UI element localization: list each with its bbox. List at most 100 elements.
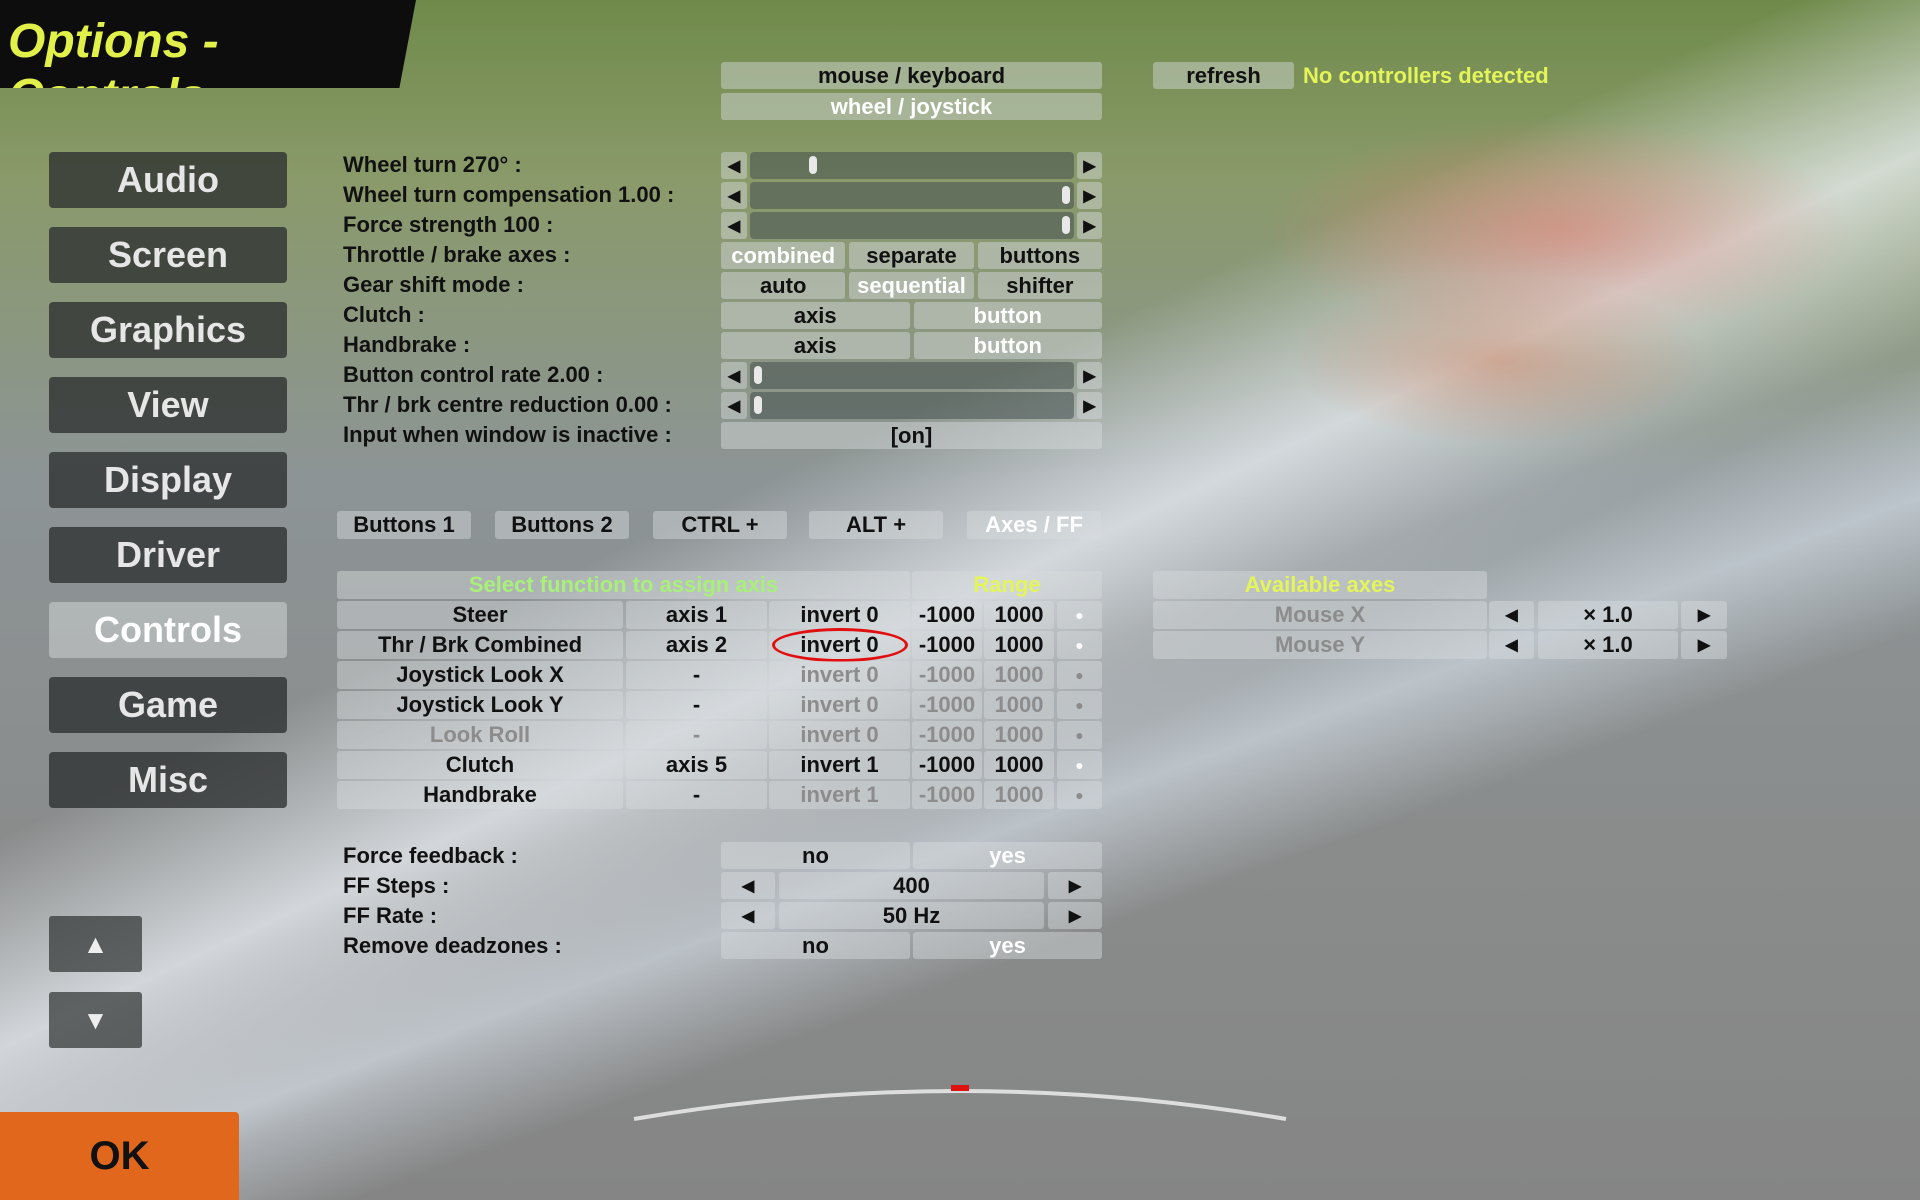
gear-option-auto[interactable]: auto (721, 272, 846, 299)
slider-thumb[interactable] (754, 366, 762, 384)
axis-row-dot[interactable]: ● (1057, 601, 1102, 629)
ok-button[interactable]: OK (0, 1112, 239, 1200)
wheel_comp-increase-button[interactable]: ▶ (1077, 182, 1102, 209)
sidebar-item-graphics[interactable]: Graphics (49, 302, 287, 358)
axis-row-dot[interactable]: ● (1057, 751, 1102, 779)
tab-ctrl-[interactable]: CTRL + (653, 511, 787, 539)
button_rate-increase-button[interactable]: ▶ (1077, 362, 1102, 389)
rate-increase-button[interactable]: ▶ (1048, 902, 1102, 929)
handbrake-option-axis[interactable]: axis (721, 332, 910, 359)
force_feedback-option-yes[interactable]: yes (913, 842, 1102, 869)
axis-row-dot[interactable]: ● (1057, 691, 1102, 719)
axis-row-axis[interactable]: axis 5 (626, 751, 767, 779)
axis-row-dot[interactable]: ● (1057, 781, 1102, 809)
force-strength-slider[interactable] (750, 212, 1074, 239)
axis-scale-decrease-button[interactable]: ◀ (1489, 631, 1534, 659)
sidebar-item-misc[interactable]: Misc (49, 752, 287, 808)
sidebar-item-controls[interactable]: Controls (49, 602, 287, 658)
clutch-option-button[interactable]: button (913, 302, 1102, 329)
sidebar-item-game[interactable]: Game (49, 677, 287, 733)
force-feedback-label: Force feedback : (343, 843, 518, 868)
axis-row-axis[interactable]: axis 1 (626, 601, 767, 629)
button-rate-slider[interactable] (750, 362, 1074, 389)
deadzones-option-no[interactable]: no (721, 932, 910, 959)
axis-row-axis[interactable]: - (626, 781, 767, 809)
sidebar-item-view[interactable]: View (49, 377, 287, 433)
axis-row-name[interactable]: Steer (337, 601, 623, 629)
force_strength-decrease-button[interactable]: ◀ (721, 212, 747, 239)
axis-scale-increase-button[interactable]: ▶ (1681, 601, 1727, 629)
throttle-option-buttons[interactable]: buttons (977, 242, 1102, 269)
throttle-option-combined[interactable]: combined (721, 242, 846, 269)
axis-row-dot[interactable]: ● (1057, 661, 1102, 689)
steps-increase-button[interactable]: ▶ (1048, 872, 1102, 899)
sidebar-item-audio[interactable]: Audio (49, 152, 287, 208)
tab-alt-[interactable]: ALT + (809, 511, 943, 539)
axis-row-axis[interactable]: - (626, 661, 767, 689)
refresh-button[interactable]: refresh (1153, 62, 1294, 89)
rate-decrease-button[interactable]: ◀ (721, 902, 775, 929)
axis-row-invert[interactable]: invert 0 (769, 721, 910, 749)
force_feedback-option-no[interactable]: no (721, 842, 910, 869)
axis-row-invert[interactable]: invert 0 (769, 691, 910, 719)
axis-row-axis[interactable]: - (626, 691, 767, 719)
axis-row-name[interactable]: Joystick Look Y (337, 691, 623, 719)
slider-thumb[interactable] (1062, 216, 1070, 234)
wheel-comp-slider[interactable] (750, 182, 1074, 209)
mouse-keyboard-button[interactable]: mouse / keyboard (721, 62, 1102, 89)
axis-row-dot[interactable]: ● (1057, 721, 1102, 749)
axes-table-header: Select function to assign axis (337, 571, 910, 599)
wheel_turn-increase-button[interactable]: ▶ (1077, 152, 1102, 179)
steps-decrease-button[interactable]: ◀ (721, 872, 775, 899)
axis-scale-increase-button[interactable]: ▶ (1681, 631, 1727, 659)
wheel_comp-decrease-button[interactable]: ◀ (721, 182, 747, 209)
tab-buttons-1[interactable]: Buttons 1 (337, 511, 471, 539)
wheel_turn-decrease-button[interactable]: ◀ (721, 152, 747, 179)
slider-thumb[interactable] (754, 396, 762, 414)
wheel-joystick-button[interactable]: wheel / joystick (721, 93, 1102, 120)
scroll-up-button[interactable]: ▲ (49, 916, 142, 972)
wheel-turn-slider[interactable] (750, 152, 1074, 179)
available-axis-name[interactable]: Mouse X (1153, 601, 1487, 629)
page-title: Options - Controls (8, 15, 219, 123)
axis-row-name[interactable]: Look Roll (337, 721, 623, 749)
button_rate-decrease-button[interactable]: ◀ (721, 362, 747, 389)
steps-value: 400 (779, 872, 1044, 899)
clutch-option-axis[interactable]: axis (721, 302, 910, 329)
scroll-down-button[interactable]: ▼ (49, 992, 142, 1048)
tab-buttons-2[interactable]: Buttons 2 (495, 511, 629, 539)
axis-row-invert[interactable]: invert 0 (769, 601, 910, 629)
wheel-comp-label: Wheel turn compensation 1.00 : (343, 182, 675, 207)
axis-row-name[interactable]: Handbrake (337, 781, 623, 809)
centre-red-slider[interactable] (750, 392, 1074, 419)
sidebar-item-screen[interactable]: Screen (49, 227, 287, 283)
throttle-label: Throttle / brake axes : (343, 242, 571, 267)
axis-row-invert[interactable]: invert 1 (769, 781, 910, 809)
slider-thumb[interactable] (809, 156, 818, 174)
axis-row-name[interactable]: Thr / Brk Combined (337, 631, 623, 659)
slider-thumb[interactable] (1062, 186, 1070, 204)
deadzones-option-yes[interactable]: yes (913, 932, 1102, 959)
sidebar-item-display[interactable]: Display (49, 452, 287, 508)
rate-label: FF Rate : (343, 903, 438, 928)
axis-row-invert[interactable]: invert 1 (769, 751, 910, 779)
axis-row-name[interactable]: Clutch (337, 751, 623, 779)
sidebar-item-driver[interactable]: Driver (49, 527, 287, 583)
gear-option-sequential[interactable]: sequential (849, 272, 974, 299)
available-axis-name[interactable]: Mouse Y (1153, 631, 1487, 659)
axis-row-axis[interactable]: axis 2 (626, 631, 767, 659)
centre_red-increase-button[interactable]: ▶ (1077, 392, 1102, 419)
axis-row-name[interactable]: Joystick Look X (337, 661, 623, 689)
centre_red-decrease-button[interactable]: ◀ (721, 392, 747, 419)
tab-axes-ff[interactable]: Axes / FF (967, 511, 1101, 539)
force_strength-increase-button[interactable]: ▶ (1077, 212, 1102, 239)
handbrake-option-button[interactable]: button (913, 332, 1102, 359)
axis-row-invert[interactable]: invert 0 (769, 661, 910, 689)
inactive-toggle[interactable]: [on] (721, 422, 1102, 449)
axis-scale-decrease-button[interactable]: ◀ (1489, 601, 1534, 629)
gear-option-shifter[interactable]: shifter (977, 272, 1102, 299)
axis-row-dot[interactable]: ● (1057, 631, 1102, 659)
axis-row-axis[interactable]: - (626, 721, 767, 749)
steering-marker (951, 1085, 969, 1091)
throttle-option-separate[interactable]: separate (849, 242, 974, 269)
